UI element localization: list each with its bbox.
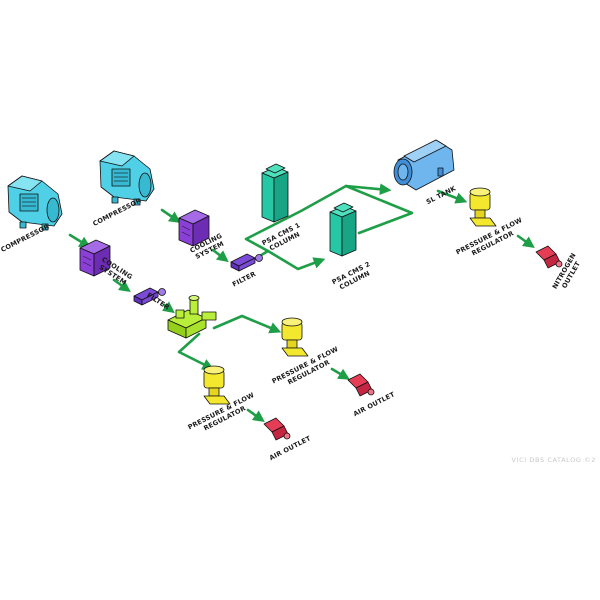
psa-cms-2-column (329, 202, 357, 257)
cooling-system-1 (79, 239, 111, 277)
psa-cms-1-column (261, 163, 289, 223)
regulator-right (469, 187, 497, 227)
pipe-column2-to-tank (344, 184, 414, 235)
air-outlet-mid (347, 373, 375, 397)
pipe-to-column1 (244, 183, 392, 253)
label-psa-cms-2-column: PSA CMS 2 COLUMN (331, 260, 372, 291)
pipe-compressor1-to-cooling1 (68, 233, 91, 248)
sl-tank (393, 139, 455, 191)
regulator-mid (281, 317, 309, 357)
pipe-to-column2 (266, 249, 326, 271)
label-air-outlet-left: AIR OUTLET (268, 434, 313, 462)
label-sl-tank: SL TANK (425, 184, 458, 206)
compressor-1 (7, 175, 63, 231)
label-air-outlet-left-line1: AIR OUTLET (268, 434, 313, 462)
pipe-regulator-mid-to-outlet (330, 367, 351, 380)
label-cooling-system-1: COOLING SYSTEM (98, 255, 134, 286)
filter-1 (133, 287, 166, 306)
filter-2 (230, 253, 263, 272)
nitrogen-outlet (535, 245, 563, 269)
air-outlet-left (263, 417, 291, 441)
pipe-regulator-left-to-outlet (246, 408, 265, 423)
regulator-left (203, 365, 231, 405)
label-sl-tank-line1: SL TANK (425, 184, 458, 206)
label-filter-2: FILTER (231, 270, 257, 289)
cooling-system-2 (178, 209, 210, 247)
compressor-2 (99, 150, 155, 206)
pipe-valve-to-regulator-mid (212, 314, 282, 334)
pipe-compressor2-to-cooling2 (160, 208, 181, 223)
label-filter-2-line1: FILTER (231, 270, 257, 289)
pipe-cooling2-to-filter2 (211, 248, 229, 263)
pipes (68, 183, 535, 423)
label-air-outlet-mid-line1: AIR OUTLET (352, 390, 397, 418)
watermark: VICI DBS CATALOG ©2 (512, 456, 596, 464)
pipe-cooling1-to-filter1 (112, 278, 131, 293)
pipe-regulator-right-to-outlet (516, 234, 535, 249)
label-air-outlet-mid: AIR OUTLET (352, 390, 397, 418)
pipe-filter1-to-valve (161, 301, 175, 314)
pipe-tank-to-regulator-right (436, 189, 468, 204)
pipe-valve-to-regulator-left (177, 332, 215, 370)
split-valve (167, 295, 217, 339)
